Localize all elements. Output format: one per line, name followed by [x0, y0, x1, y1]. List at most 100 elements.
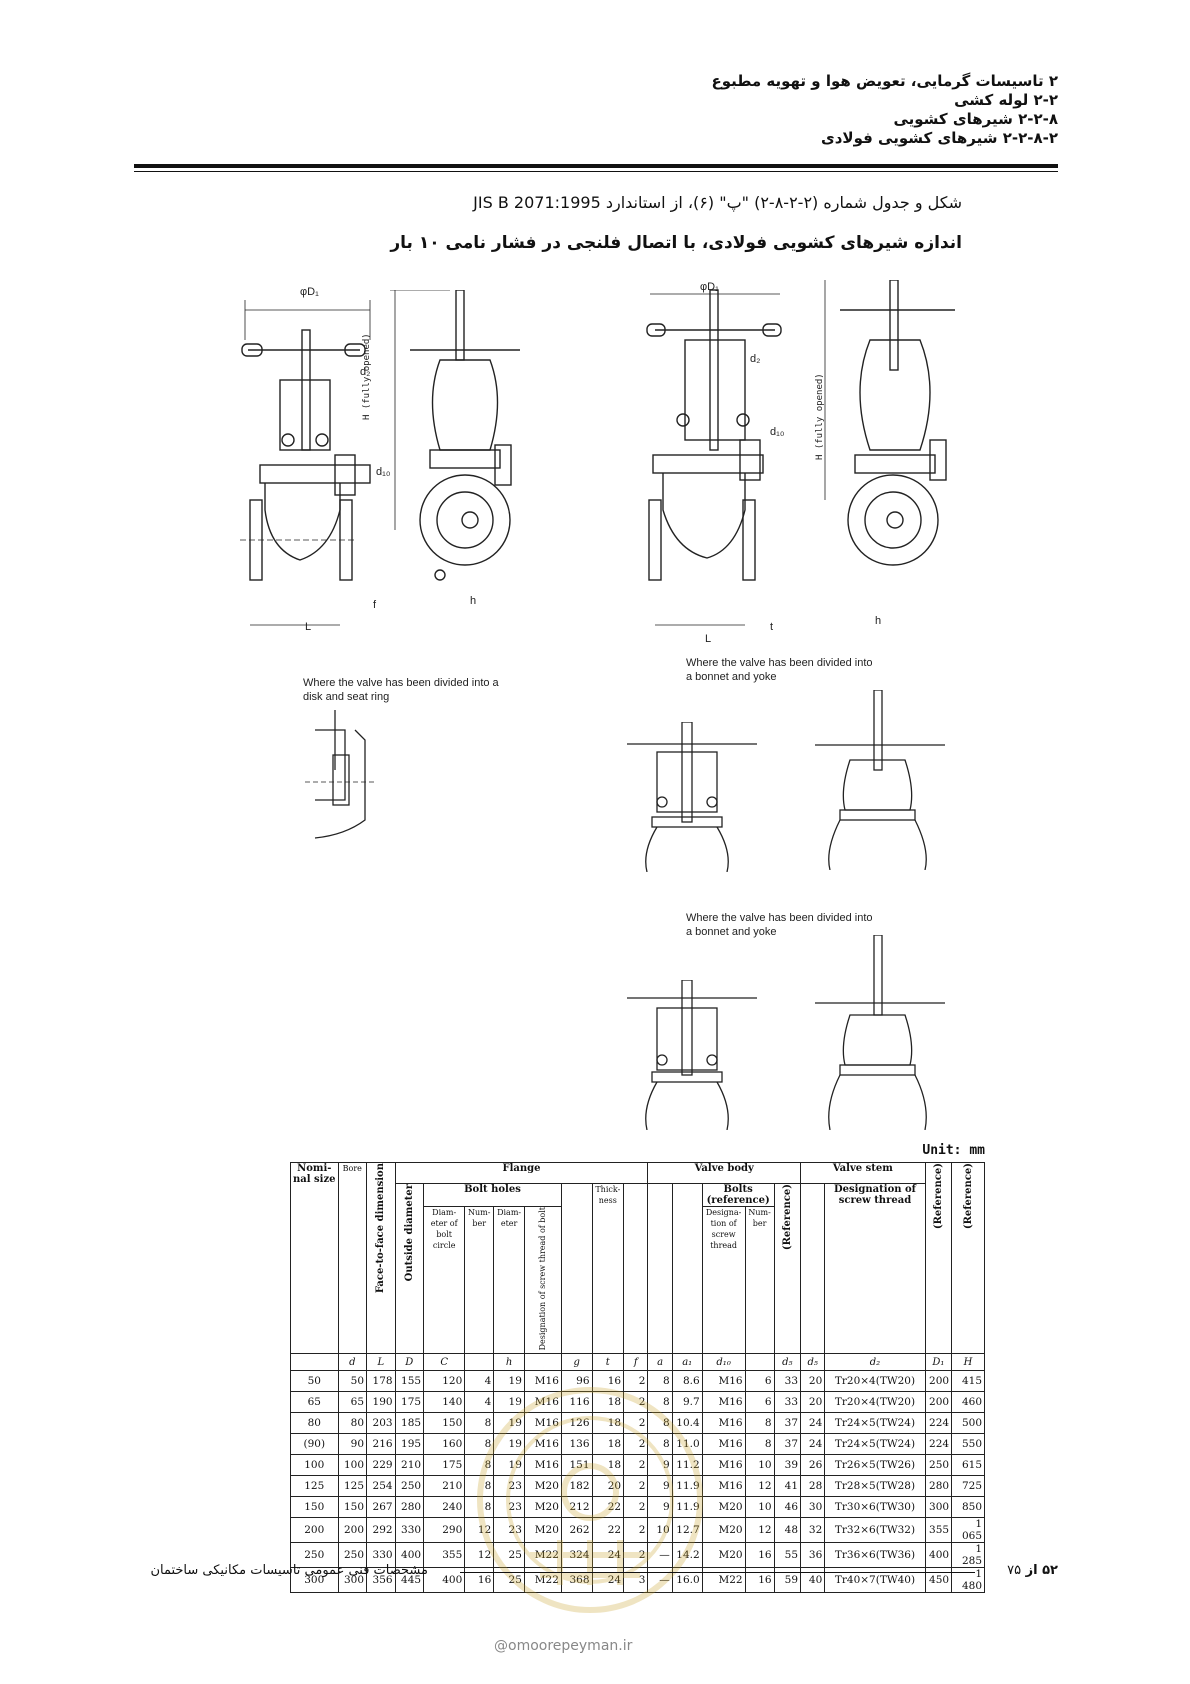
table-cell: 39 — [773, 1454, 802, 1477]
table-cell: 40 — [800, 1567, 826, 1594]
table-cell: 500 — [951, 1412, 985, 1435]
th-diameter: Diam- eter — [493, 1205, 525, 1355]
table-cell: 19 — [493, 1370, 525, 1393]
table-cell: 400 — [394, 1542, 425, 1569]
table-cell: 280 — [394, 1496, 425, 1519]
valve-drawing-left — [240, 290, 520, 626]
th-a — [647, 1182, 673, 1355]
table-cell: 16 — [744, 1542, 775, 1569]
detail-bonnet-yoke-1a — [627, 722, 757, 872]
table-cell: 2 — [623, 1542, 649, 1569]
table-cell: 23 — [493, 1517, 525, 1544]
table-cell: Tr30×6(TW30) — [824, 1496, 926, 1519]
th-d2 — [800, 1182, 826, 1355]
th-bolts-ref: Bolts (reference) — [701, 1183, 775, 1207]
figure-title: اندازه شیرهای کشویی فولادی، با اتصال فلن… — [390, 233, 962, 253]
valve-spec-table: Nomi- nal size Bore Face-to-face dimensi… — [290, 1161, 985, 1594]
table-cell: 12.7 — [671, 1517, 703, 1544]
header-rule-thick — [134, 164, 1058, 168]
table-cell: 400 — [924, 1542, 953, 1569]
th-bore: Bore — [337, 1161, 368, 1355]
table-cell: 290 — [423, 1517, 466, 1544]
table-cell: 550 — [951, 1433, 985, 1456]
table-cell: 10 — [647, 1517, 673, 1544]
table-cell: 280 — [924, 1475, 953, 1498]
th-reference-ds: (Reference) — [773, 1182, 802, 1355]
table-cell: 125 — [290, 1475, 339, 1498]
table-cell: 33 — [773, 1391, 802, 1414]
dim-d10-right: d₁₀ — [770, 426, 785, 438]
watermark-seal — [477, 1387, 703, 1613]
dim-H-right: H (fully opened) — [815, 373, 825, 460]
table-cell: 125 — [337, 1475, 368, 1498]
table-cell: 12 — [464, 1517, 495, 1544]
table-cell: 330 — [394, 1517, 425, 1544]
table-cell: 36 — [800, 1542, 826, 1569]
sym-d: d — [337, 1353, 368, 1372]
dim-D1-left: φD₁ — [300, 286, 319, 298]
th-face-to-face: Face-to-face dimension — [366, 1161, 396, 1355]
footer-site: @omoorepeyman.ir — [494, 1638, 633, 1654]
table-cell: 6 — [744, 1370, 775, 1393]
table-cell: 356 — [366, 1567, 396, 1594]
table-cell: — — [647, 1542, 673, 1569]
table-cell: (90) — [290, 1433, 339, 1456]
table-cell: 25 — [493, 1567, 525, 1594]
sym-d5b: d₅ — [800, 1353, 826, 1372]
table-cell: Tr26×5(TW26) — [824, 1454, 926, 1477]
table-cell: 415 — [951, 1370, 985, 1393]
table-cell: Tr24×5(TW24) — [824, 1433, 926, 1456]
table-cell: 11.0 — [671, 1433, 703, 1456]
sym-d5: d₅ — [773, 1353, 802, 1372]
footer-page: ۵۲ از ۷۵ — [1007, 1563, 1058, 1578]
table-cell: 8 — [744, 1433, 775, 1456]
table-cell: 30 — [800, 1496, 826, 1519]
table-cell: 100 — [290, 1454, 339, 1477]
table-cell: Tr28×5(TW28) — [824, 1475, 926, 1498]
table-cell: 850 — [951, 1496, 985, 1519]
th-ref-D1: (Reference) — [924, 1161, 953, 1355]
th-designation-flange: Designation of screw thread of bolt — [523, 1205, 562, 1355]
table-cell: 10 — [744, 1496, 775, 1519]
table-cell: 26 — [800, 1454, 826, 1477]
table-cell: 22 — [591, 1517, 625, 1544]
table-cell: 185 — [394, 1412, 425, 1435]
sym-d2: d₂ — [824, 1353, 926, 1372]
footer-title: مشخصات فنی عمومی تاسیسات مکانیکی ساختمان — [150, 1563, 428, 1578]
table-cell: 224 — [924, 1433, 953, 1456]
table-cell: 292 — [366, 1517, 396, 1544]
table-cell: M22 — [523, 1542, 562, 1569]
table-cell: 80 — [290, 1412, 339, 1435]
th-bolt-holes: Bolt holes — [423, 1183, 562, 1207]
table-cell: 24 — [800, 1412, 826, 1435]
header-line-3: ۲-۲-۸ شیرهای کشویی — [893, 110, 1058, 128]
th-valve-stem: Valve stem — [800, 1162, 926, 1184]
table-cell: 33 — [773, 1370, 802, 1393]
detail-bonnet-yoke-2b — [815, 935, 945, 1130]
th-f — [623, 1182, 649, 1355]
table-cell: 190 — [366, 1391, 396, 1414]
sym-C: C — [423, 1353, 466, 1372]
table-cell: 100 — [337, 1454, 368, 1477]
table-cell: 224 — [924, 1412, 953, 1435]
sym-blank — [290, 1353, 339, 1372]
table-cell: 151 — [560, 1454, 593, 1477]
th-g — [560, 1182, 593, 1355]
sym-thread — [523, 1353, 562, 1372]
sym-D: D — [394, 1353, 425, 1372]
sym-h: h — [493, 1353, 525, 1372]
table-cell: 210 — [423, 1475, 466, 1498]
table-cell: 12 — [744, 1517, 775, 1544]
table-cell: 24 — [591, 1567, 625, 1594]
header-rule-thin — [134, 171, 1058, 172]
th-designation-stem: Designation of screw thread — [824, 1182, 926, 1355]
detail-bonnet-yoke-1b — [815, 690, 945, 870]
table-cell: M22 — [701, 1567, 746, 1594]
dim-f-left: f — [373, 599, 377, 611]
th-designation-bolt: Designa- tion of screw thread — [701, 1205, 746, 1355]
sym-L: L — [366, 1353, 396, 1372]
